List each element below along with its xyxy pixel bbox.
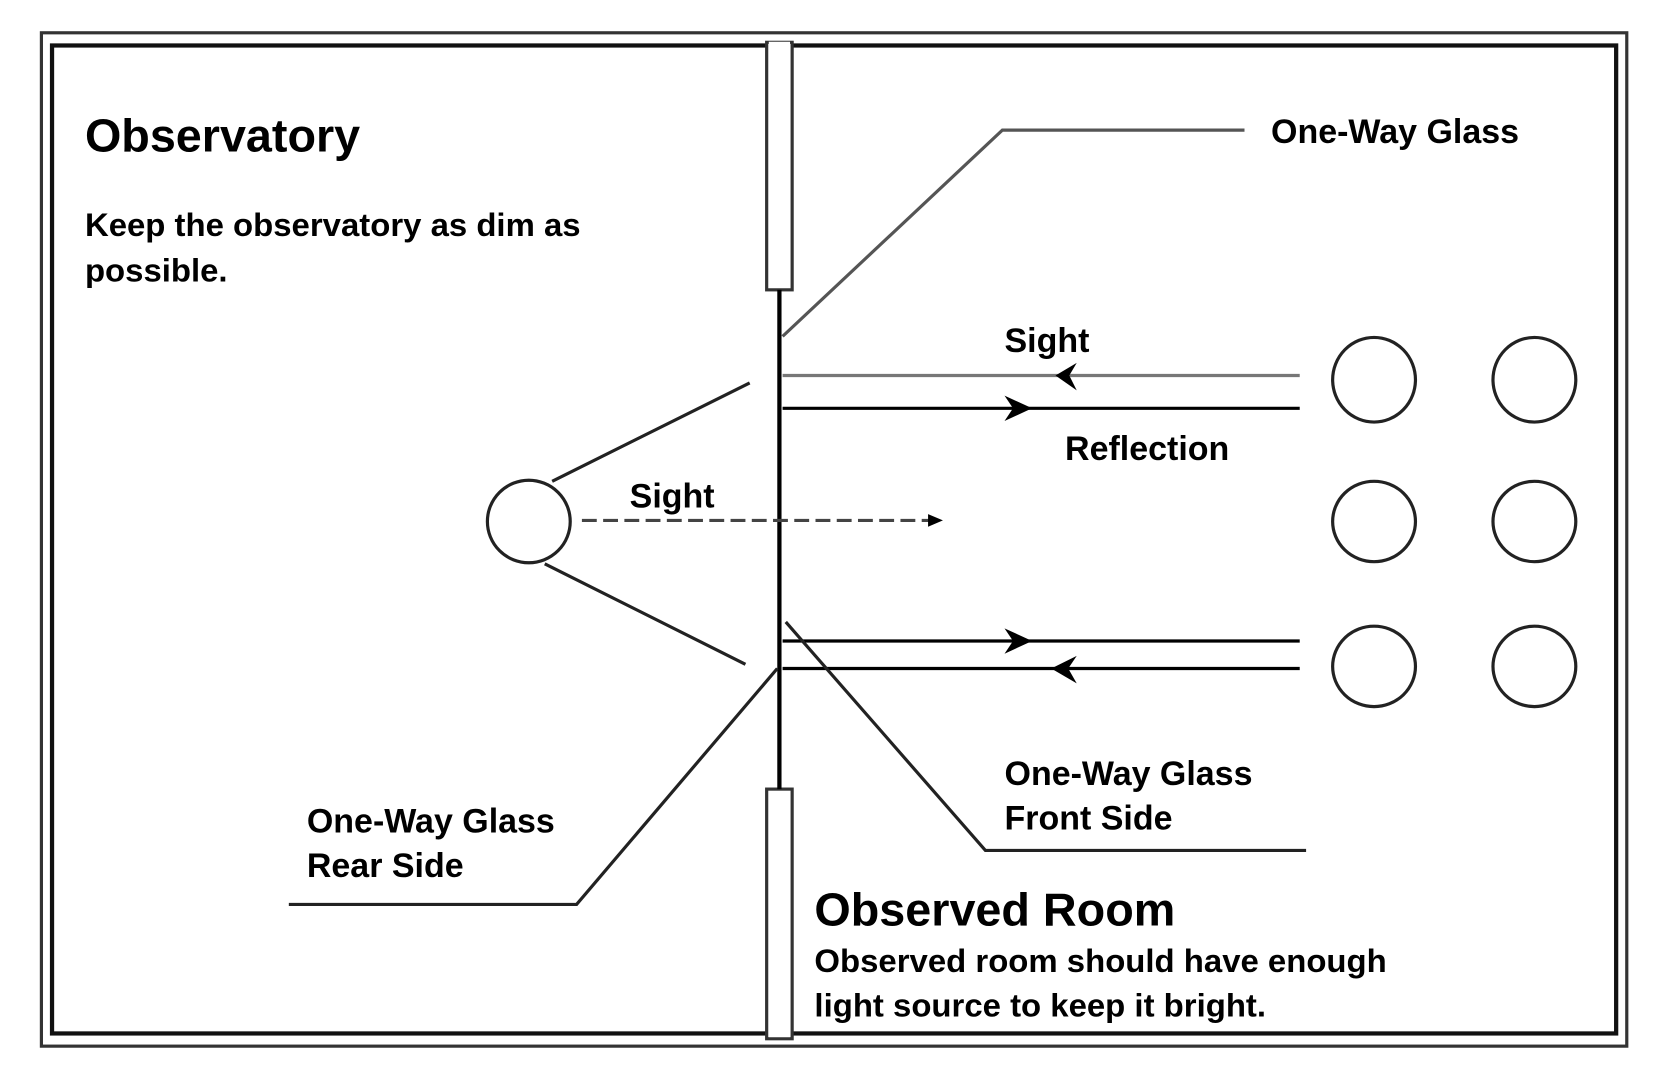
- view-cone-top: [551, 381, 751, 483]
- sight-arrowhead-icon: [928, 514, 943, 527]
- reflection-arrow-right-icon: [1004, 395, 1033, 421]
- observatory-desc-line1: Keep the observatory as dim as: [85, 206, 581, 243]
- front-side-label-line2: Front Side: [1005, 799, 1173, 837]
- glass-leader-line: [781, 128, 1245, 338]
- wall-top: [765, 40, 794, 292]
- inner-frame: [49, 43, 1619, 1036]
- rear-side-leader-line: [288, 667, 779, 906]
- rear-side-label-line1: One-Way Glass: [307, 803, 555, 841]
- observed-room-desc-line1: Observed room should have enough: [814, 942, 1386, 979]
- rear-side-label-line2: Rear Side: [307, 847, 464, 885]
- observed-room-desc-line2: light source to keep it bright.: [814, 987, 1266, 1024]
- wall-bottom: [765, 787, 794, 1041]
- person-circle: [1491, 479, 1578, 564]
- observer-circle: [485, 478, 572, 565]
- reflection-lower-arrow-right-icon: [1004, 628, 1033, 654]
- observatory-desc-line2: possible.: [85, 251, 228, 288]
- sight-arrow-left-icon: [1055, 362, 1077, 391]
- observed-people: [1331, 335, 1578, 709]
- sight-lower-arrow-left-icon: [1051, 655, 1077, 684]
- one-way-glass-label: One-Way Glass: [1271, 113, 1519, 151]
- observer-sight-label: Sight: [630, 478, 715, 516]
- observatory-title: Observatory: [85, 109, 360, 161]
- person-circle: [1491, 624, 1578, 709]
- person-circle: [1491, 335, 1578, 424]
- person-circle: [1331, 479, 1418, 564]
- sight-top-label: Sight: [1005, 322, 1090, 360]
- front-side-leader-line: [784, 620, 1307, 853]
- person-circle: [1331, 335, 1418, 424]
- observed-room-title: Observed Room: [814, 884, 1175, 936]
- front-side-label-line1: One-Way Glass: [1005, 755, 1253, 793]
- view-cone-bottom: [544, 562, 747, 666]
- reflection-label: Reflection: [1065, 430, 1229, 468]
- outer-frame: [39, 31, 1629, 1048]
- person-circle: [1331, 624, 1418, 709]
